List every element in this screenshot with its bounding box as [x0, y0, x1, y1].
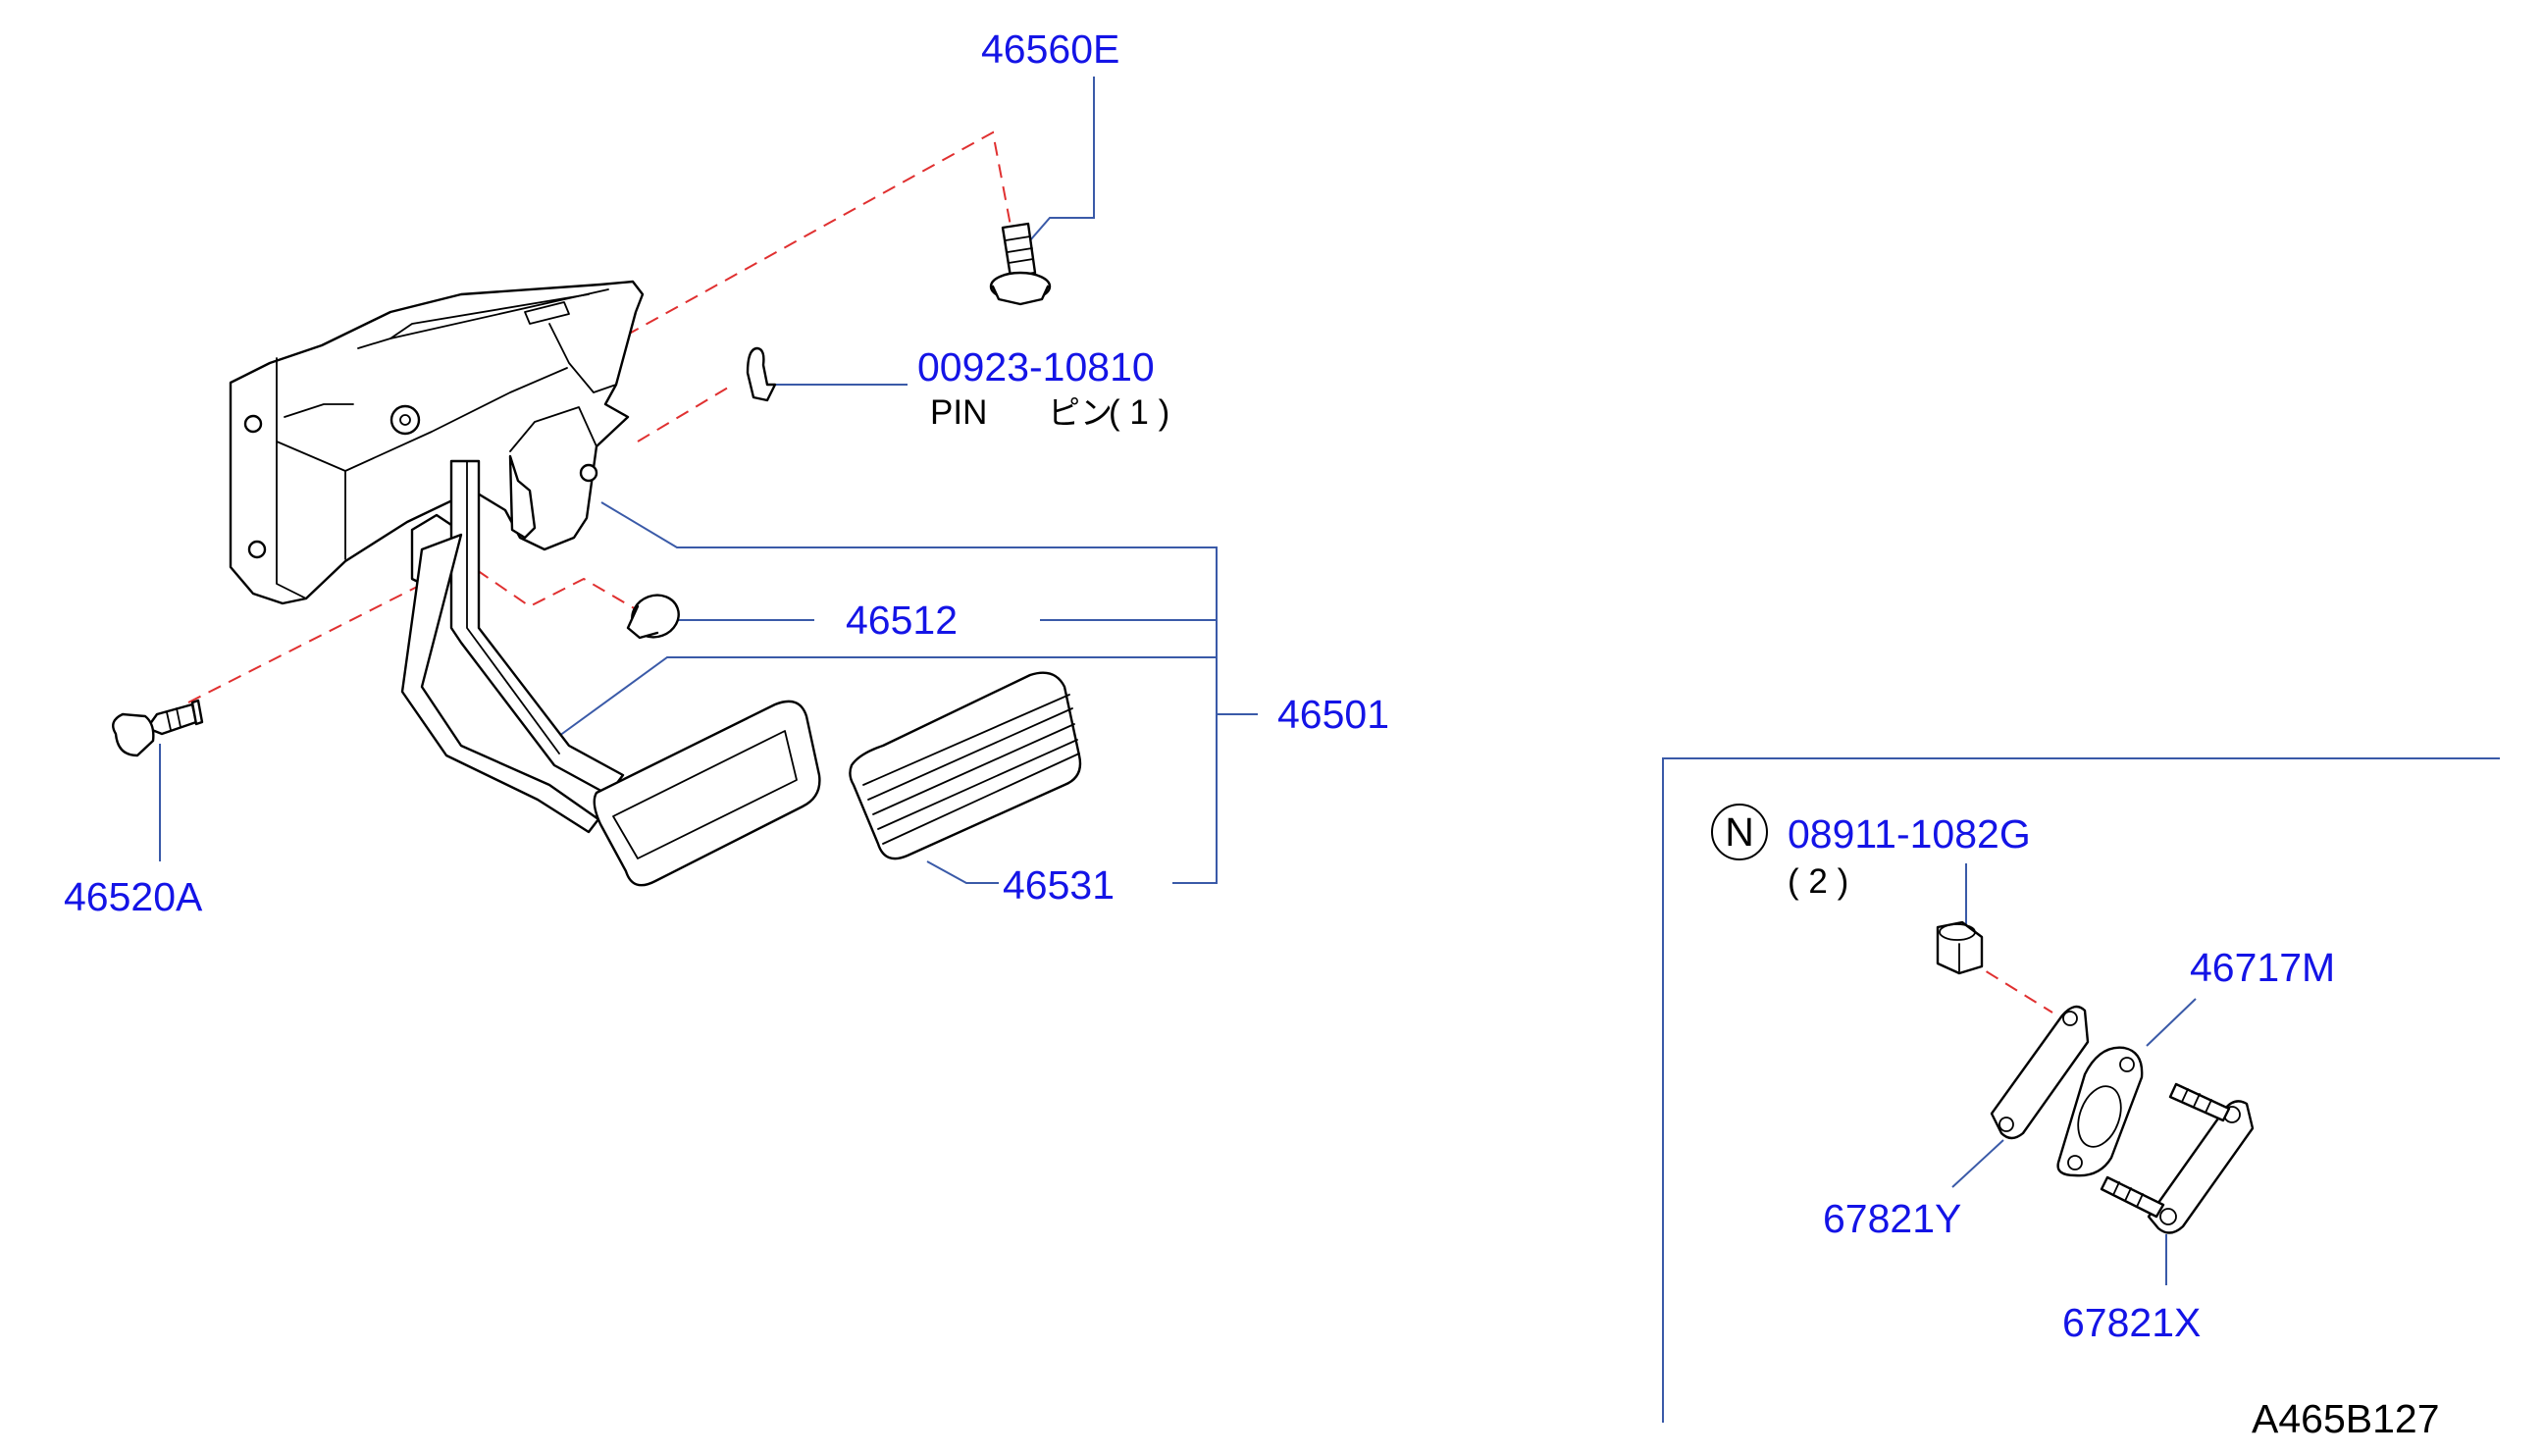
pin-00923-10810-icon	[746, 346, 777, 402]
label-46531[interactable]: 46531	[1003, 862, 1115, 908]
stopper-46512-icon	[626, 594, 680, 640]
nut-marker-badge: N	[1711, 804, 1768, 860]
leader-assy-mid	[558, 656, 1217, 737]
label-67821Y[interactable]: 67821Y	[1823, 1196, 1961, 1241]
dash-bolt-top	[566, 130, 1012, 369]
label-46717M[interactable]: 46717M	[2190, 945, 2335, 990]
bolt-46560E-icon	[989, 222, 1052, 306]
gasket-46717M-icon	[2056, 1046, 2144, 1177]
leader-67821Y	[1951, 1139, 2004, 1188]
leader-46717M	[2146, 998, 2197, 1047]
nut-08911-1082G-icon	[1936, 920, 1984, 975]
clutch-pedal-pad-46531-icon	[849, 671, 1082, 860]
label-pin-japanese: ピン	[1048, 393, 1113, 432]
label-00923-10810[interactable]: 00923-10810	[917, 344, 1155, 390]
label-pin-name: PIN	[930, 393, 987, 432]
part-labels: 46560E 00923-10810 PIN ピン ( 1 ) 46512 46…	[64, 26, 2440, 1441]
label-nut-quantity: ( 2 )	[1788, 862, 1848, 901]
label-46560E[interactable]: 46560E	[981, 26, 1119, 72]
label-08911-1082G[interactable]: 08911-1082G	[1788, 811, 2031, 857]
leader-lines	[159, 77, 2197, 1285]
dash-pin	[637, 387, 729, 442]
label-67821X[interactable]: 67821X	[2062, 1300, 2201, 1345]
label-pin-quantity: ( 1 )	[1109, 393, 1169, 432]
leader-46531	[926, 860, 999, 884]
leader-46501-bracket	[1172, 618, 1218, 884]
plate-67821Y-icon	[1990, 1005, 2090, 1140]
label-46512[interactable]: 46512	[846, 598, 958, 643]
inset-frame	[1662, 757, 2500, 1423]
label-46520A[interactable]: 46520A	[64, 874, 203, 919]
diagram-id: A465B127	[2252, 1396, 2440, 1441]
dash-bolt-left	[187, 576, 438, 703]
nut-marker-text: N	[1725, 809, 1754, 855]
bolt-46520A-icon	[112, 699, 204, 757]
leader-assy-top	[600, 501, 1218, 618]
label-46501[interactable]: 46501	[1277, 692, 1389, 737]
dash-stopper	[439, 544, 649, 617]
brake-pedal-pad-icon	[593, 700, 821, 887]
assembly-dash-lines	[187, 130, 2053, 1014]
plate-67821X-icon	[2100, 1082, 2255, 1234]
dash-nut	[1966, 959, 2053, 1014]
